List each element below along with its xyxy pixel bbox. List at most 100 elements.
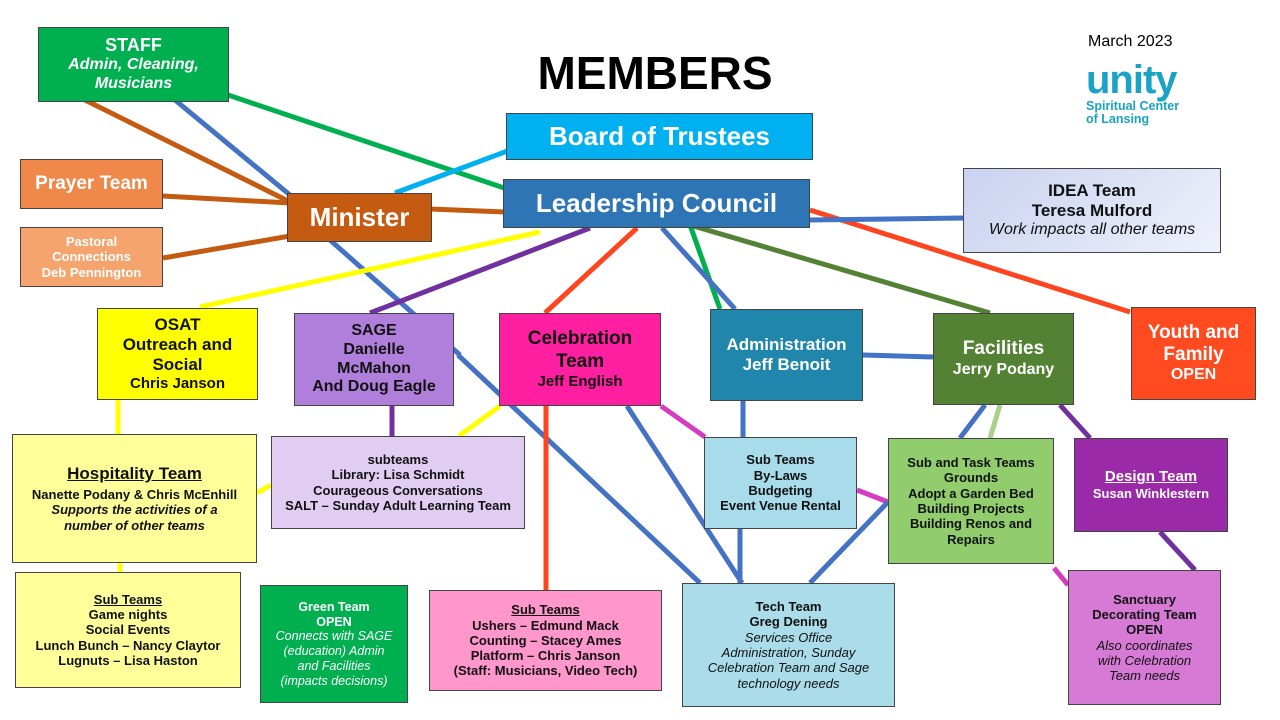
connector-line [624,404,745,585]
connector-line [809,207,1131,315]
sage-box: SAGE Danielle McMahon And Doug Eagle [294,313,454,406]
osat-box: OSAT Outreach and Social Chris Janson [97,308,258,400]
design-team-box: Design Team Susan Winklestern [1074,438,1228,532]
connector-line [660,226,737,311]
idea-team-box: IDEA Team Teresa Mulford Work impacts al… [963,168,1221,253]
celebration-line-1: Celebration [527,328,633,350]
staff-line-2: Musicians [94,75,173,93]
connector-line [807,215,964,223]
tech-line-1: Tech Team [755,599,822,615]
connector-line [199,229,541,310]
celeb-sub-line-2: Counting – Stacey Ames [469,632,622,648]
design-title: Design Team [1104,468,1198,486]
sanctuary-line-1: Sanctuary [1113,591,1176,607]
minister-label: Minister [309,202,410,233]
board-label: Board of Trustees [548,121,771,152]
facilities-line-2: Jerry Podany [952,360,1055,378]
green-line-2: OPEN [316,614,352,629]
osat-line-3: Social [152,355,203,375]
tech-line-3: Services Office [744,629,833,645]
youth-line-3: OPEN [1170,366,1217,384]
connector-line [394,147,511,196]
connector-line [173,98,292,197]
connector-line [987,404,1003,439]
pastoral-line-2: Connections [52,249,131,265]
hospitality-team-box: Hospitality Team Nanette Podany & Chris … [12,434,257,563]
sage-sub-line-3: Courageous Conversations [313,482,483,498]
youth-line-2: Family [1163,344,1224,366]
sage-line-4: And Doug Eagle [312,378,436,396]
staff-box: STAFF Admin, Cleaning, Musicians [38,27,229,102]
connector-line [659,403,707,440]
leadership-label: Leadership Council [535,188,778,219]
sanctuary-line-6: Team needs [1108,668,1181,684]
admin-subteams-box: Sub Teams By-Laws Budgeting Event Venue … [704,437,857,529]
minister-box: Minister [287,193,432,242]
tech-line-5: Celebration Team and Sage [707,660,870,676]
prayer-team-label: Prayer Team [35,172,148,194]
admin-sub-line-2: By-Laws [753,467,808,483]
tech-line-4: Administration, Sunday [721,645,856,660]
connector-line [162,233,291,261]
tech-team-box: Tech Team Greg Dening Services Office Ad… [682,583,895,707]
fac-sub-line-6: Repairs [947,531,995,547]
connector-line [456,353,702,585]
connector-line [862,352,934,360]
celebration-subteams-box: Sub Teams Ushers – Edmund Mack Counting … [429,590,662,691]
connector-line [808,500,890,585]
fac-sub-line-5: Building Renos and [909,516,1033,532]
fac-sub-line-1: Sub and Task Teams [907,455,1035,471]
connector-line [429,206,506,215]
sage-line-3: McMahon [337,359,411,377]
sage-sub-line-2: Library: Lisa Schmidt [331,467,465,483]
connector-line [227,92,511,193]
green-line-3: Connects with SAGE [275,629,393,644]
sage-sub-line-1: subteams [367,451,429,467]
design-name: Susan Winklestern [1092,486,1210,502]
sanctuary-line-3: OPEN [1126,622,1163,638]
sanctuary-decorating-box: Sanctuary Decorating Team OPEN Also coor… [1068,570,1221,705]
fac-sub-line-4: Building Projects [917,501,1025,516]
idea-note: Work impacts all other teams [988,221,1196,239]
osat-line-1: OSAT [154,315,201,335]
green-line-6: (impacts decisions) [280,673,388,688]
idea-name: Teresa Mulford [1031,201,1153,221]
sage-subteams-box: subteams Library: Lisa Schmidt Courageou… [271,436,525,529]
youth-line-1: Youth and [1147,321,1240,343]
pastoral-line-3: Deb Pennington [41,264,142,280]
idea-title: IDEA Team [1048,181,1136,201]
administration-line-2: Jeff Benoit [742,355,831,374]
osat-line-2: Outreach and [122,335,233,355]
sanctuary-line-2: Decorating Team [1092,606,1197,622]
prayer-team-box: Prayer Team [20,159,163,209]
administration-box: Administration Jeff Benoit [710,309,863,401]
logo-subtitle-1: Spiritual Center [1086,99,1180,113]
green-line-4: (education) Admin [283,644,385,658]
osat-sub-line-4: Lugnuts – Lisa Haston [58,652,198,668]
green-team-box: Green Team OPEN Connects with SAGE (educ… [260,585,408,703]
connector-line [162,193,291,206]
connector-line [687,224,723,310]
connector-line [958,403,987,440]
logo-subtitle-2: of Lansing [1086,112,1150,126]
hospitality-names: Nanette Podany & Chris McEnhill [31,487,238,503]
hospitality-title: Hospitality Team [67,463,202,483]
date-label: March 2023 [1088,33,1173,50]
admin-sub-line-3: Budgeting [748,483,813,498]
connector-line [255,482,273,496]
celebration-line-3: Jeff English [537,373,623,391]
celebration-line-2: Team [555,350,605,372]
osat-line-4: Chris Janson [129,375,226,393]
sage-line-1: SAGE [351,321,397,339]
connector-line [1052,566,1070,587]
pastoral-connections-box: Pastoral Connections Deb Pennington [20,227,163,287]
celeb-sub-line-3: Platform – Chris Janson [470,648,621,664]
osat-sub-line-2: Social Events [85,622,171,638]
staff-title: STAFF [105,35,162,55]
green-line-1: Green Team [298,599,370,614]
staff-line-1: Admin, Cleaning, [68,56,199,74]
connector-line [369,225,591,316]
fac-sub-line-2: Grounds [943,470,999,486]
unity-logo: unity Spiritual Center of Lansing [1086,60,1216,126]
admin-sub-line-1: Sub Teams [746,452,815,468]
